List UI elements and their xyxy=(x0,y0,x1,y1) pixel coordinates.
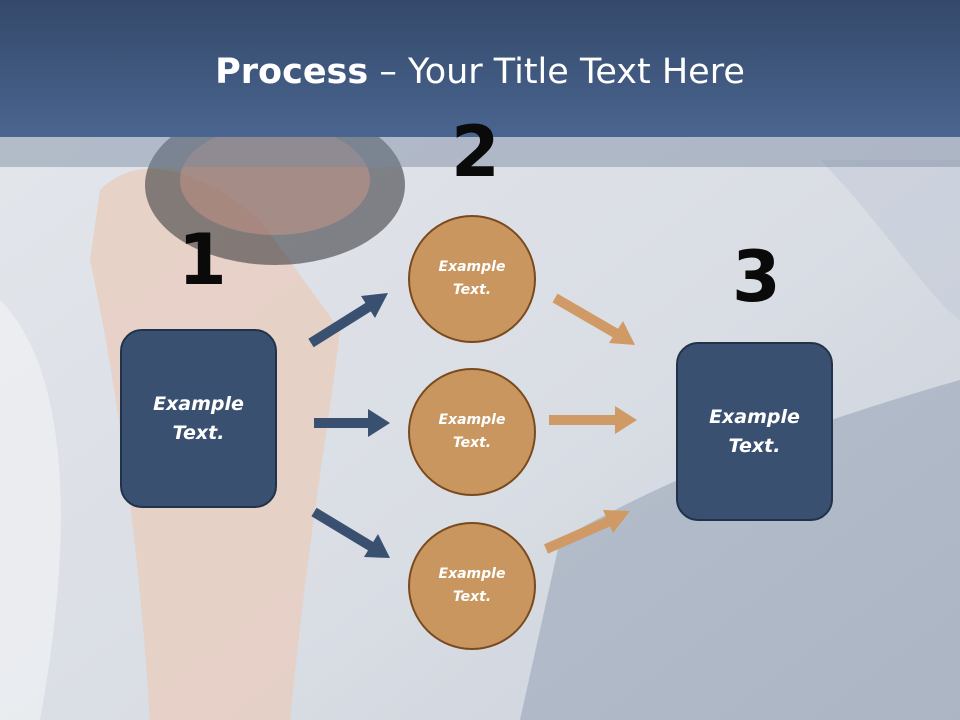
slide-title[interactable]: Process – Your Title Text Here xyxy=(0,52,960,92)
step-2-circle-middle[interactable]: Example Text. xyxy=(408,368,536,496)
slide-title-bold: Process xyxy=(215,52,369,92)
circle-top-line2: Text. xyxy=(452,282,492,298)
blue-arrow-up xyxy=(308,293,388,348)
step-3-line2: Text. xyxy=(728,434,781,457)
step-2-circle-top[interactable]: Example Text. xyxy=(408,215,536,343)
circle-middle-text: Example Text. xyxy=(439,409,506,455)
step-1-line2: Text. xyxy=(172,421,225,444)
circle-top-text: Example Text. xyxy=(439,256,506,302)
step-1-line1: Example xyxy=(153,392,244,415)
step-3-text: Example Text. xyxy=(709,403,800,461)
step-3-box[interactable]: Example Text. xyxy=(676,342,833,521)
circle-top-line1: Example xyxy=(438,259,506,275)
title-bar-strip xyxy=(0,137,960,167)
orange-arrow-down xyxy=(543,510,630,554)
slide-title-rest: – Your Title Text Here xyxy=(368,52,745,92)
step-2-circle-bottom[interactable]: Example Text. xyxy=(408,522,536,650)
blue-arrow-down xyxy=(311,507,390,558)
step-1-text: Example Text. xyxy=(153,390,244,448)
circle-bottom-line1: Example xyxy=(438,566,506,582)
orange-arrow-middle xyxy=(549,406,637,434)
circle-bottom-line2: Text. xyxy=(452,589,492,605)
circle-middle-line2: Text. xyxy=(452,435,492,451)
step-number-1: 1 xyxy=(178,219,227,301)
step-1-box[interactable]: Example Text. xyxy=(120,329,277,508)
orange-arrow-up xyxy=(552,293,635,345)
step-3-line1: Example xyxy=(709,405,800,428)
blue-arrow-middle xyxy=(314,409,390,437)
title-bar xyxy=(0,0,960,137)
step-number-2: 2 xyxy=(451,111,500,193)
circle-bottom-text: Example Text. xyxy=(439,563,506,609)
circle-middle-line1: Example xyxy=(438,412,506,428)
step-number-3: 3 xyxy=(732,236,781,318)
